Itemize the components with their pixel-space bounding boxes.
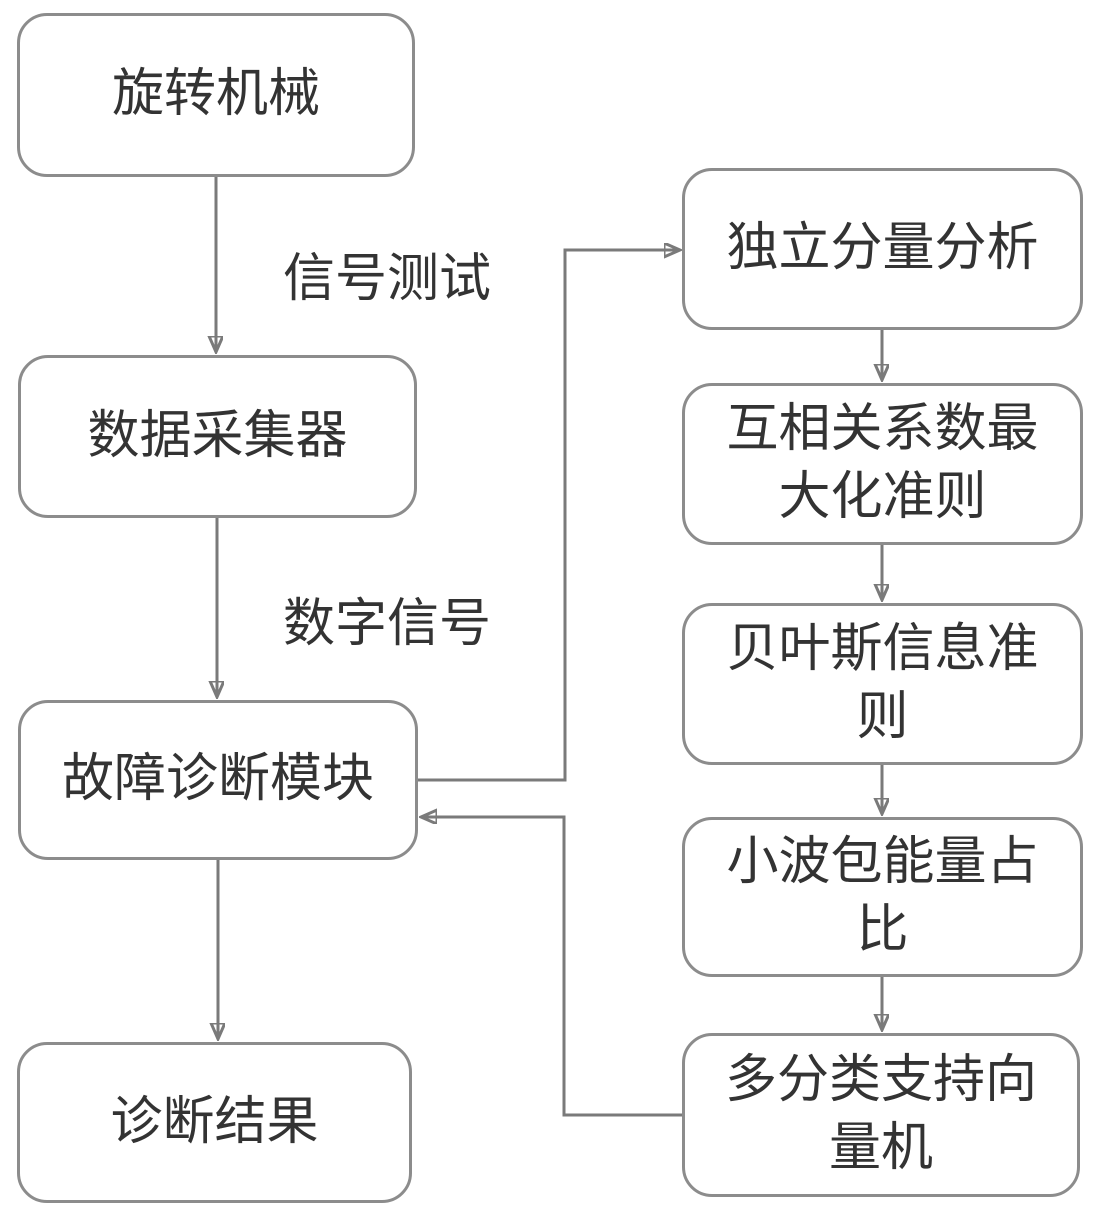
node-bayesian-information-criterion-label: 贝叶斯信息准则 <box>726 620 1039 746</box>
node-rotating-machinery: 旋转机械 <box>17 13 415 177</box>
node-cross-correlation-maximization: 互相关系数最大化准则 <box>682 383 1083 545</box>
node-diagnosis-result: 诊断结果 <box>17 1042 412 1203</box>
node-data-collector: 数据采集器 <box>18 355 417 518</box>
node-multiclass-svm: 多分类支持向量机 <box>682 1033 1080 1197</box>
edge-label-digital-signal: 数字信号 <box>283 595 492 653</box>
node-independent-component-analysis: 独立分量分析 <box>682 168 1083 330</box>
node-wavelet-packet-energy-ratio: 小波包能量占比 <box>682 817 1083 977</box>
node-rotating-machinery-label: 旋转机械 <box>111 65 320 124</box>
node-fault-diagnosis-module: 故障诊断模块 <box>18 700 418 860</box>
arrow-svm-to-module <box>422 817 682 1117</box>
arrow-module-to-ica <box>418 250 679 782</box>
node-data-collector-label: 数据采集器 <box>87 406 348 465</box>
edge-label-signal-test: 信号测试 <box>283 250 492 308</box>
node-diagnosis-result-label: 诊断结果 <box>110 1092 319 1151</box>
node-independent-component-analysis-label: 独立分量分析 <box>726 219 1039 278</box>
node-fault-diagnosis-module-label: 故障诊断模块 <box>61 750 374 809</box>
node-multiclass-svm-label: 多分类支持向量机 <box>724 1051 1037 1177</box>
node-wavelet-packet-energy-ratio-label: 小波包能量占比 <box>726 833 1039 959</box>
node-cross-correlation-maximization-label: 互相关系数最大化准则 <box>726 400 1039 526</box>
node-bayesian-information-criterion: 贝叶斯信息准则 <box>682 603 1083 765</box>
